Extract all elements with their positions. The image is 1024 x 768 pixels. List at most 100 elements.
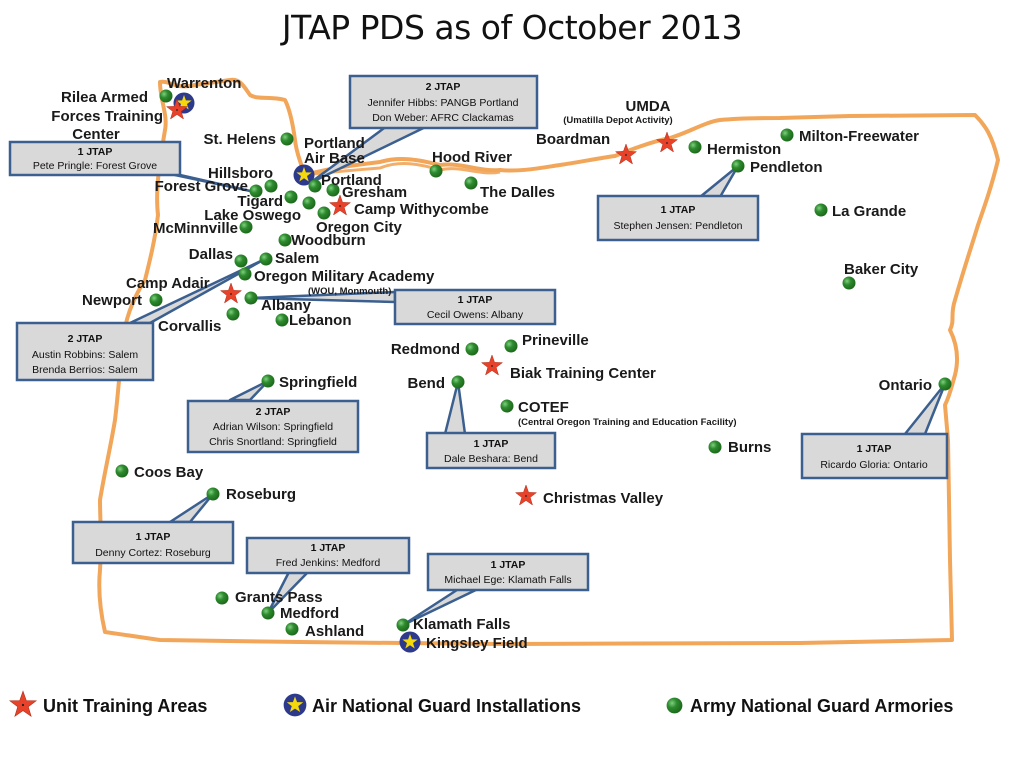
svg-text:1 JTAP: 1 JTAP — [311, 542, 346, 554]
callout-pointers — [128, 118, 947, 627]
svg-text:Fred Jenkins: Medford: Fred Jenkins: Medford — [276, 557, 381, 569]
place-label: Springfield — [279, 374, 357, 391]
svg-text:Dale Beshara: Bend: Dale Beshara: Bend — [444, 453, 538, 465]
callout-medford: 1 JTAP Fred Jenkins: Medford — [245, 536, 411, 575]
place-label: Camp Withycombe — [354, 201, 489, 218]
place-label: Dallas — [189, 246, 233, 263]
legend-label: Unit Training Areas — [43, 696, 207, 716]
svg-text:Ricardo Gloria: Ontario: Ricardo Gloria: Ontario — [820, 459, 928, 471]
place-label: COTEF — [518, 399, 569, 416]
place-label: Oregon City — [316, 219, 402, 236]
place-label: Christmas Valley — [543, 490, 664, 507]
svg-text:1 JTAP: 1 JTAP — [857, 443, 892, 455]
place-label: Bend — [408, 375, 446, 392]
place-labels: Warrenton Rilea Armed Forces Training Ce… — [51, 75, 932, 652]
place-label: Roseburg — [226, 486, 296, 503]
place-label: Hood River — [432, 149, 512, 166]
callout-portland: 2 JTAP Jennifer Hibbs: PANGB Portland Do… — [348, 74, 539, 130]
place-label: Pendleton — [750, 159, 823, 176]
place-label: Tigard — [237, 193, 283, 210]
callout-ontario: 1 JTAP Ricardo Gloria: Ontario — [800, 432, 949, 480]
place-label: Portland — [304, 135, 365, 152]
place-label: Salem — [275, 250, 319, 267]
callout-albany: 1 JTAP Cecil Owens: Albany — [393, 288, 557, 326]
red-star-icon — [9, 690, 37, 717]
svg-text:Stephen Jensen: Pendleton: Stephen Jensen: Pendleton — [613, 220, 742, 232]
place-label: Prineville — [522, 332, 589, 349]
place-label: Forest Grove — [155, 178, 248, 195]
legend-label: Army National Guard Armories — [690, 696, 953, 716]
callout-klamath-falls: 1 JTAP Michael Ege: Klamath Falls — [426, 552, 590, 592]
svg-text:2 JTAP: 2 JTAP — [256, 406, 291, 418]
svg-text:Michael Ege: Klamath Falls: Michael Ege: Klamath Falls — [444, 574, 571, 586]
place-label: Camp Adair — [126, 275, 210, 292]
svg-text:Adrian Wilson: Springfield: Adrian Wilson: Springfield — [213, 421, 333, 433]
place-label: The Dalles — [480, 184, 555, 201]
svg-text:Don Weber: AFRC Clackamas: Don Weber: AFRC Clackamas — [372, 112, 514, 124]
place-label: Grants Pass — [235, 589, 323, 606]
place-label: Warrenton — [167, 75, 241, 92]
place-sublabel: (Central Oregon Training and Education F… — [518, 417, 737, 428]
callout-springfield: 2 JTAP Adrian Wilson: Springfield Chris … — [186, 399, 360, 454]
place-label: Biak Training Center — [510, 365, 656, 382]
place-label: Medford — [280, 605, 339, 622]
place-label: Ontario — [879, 377, 932, 394]
callout-roseburg: 1 JTAP Denny Cortez: Roseburg — [71, 520, 235, 565]
place-label: Air Base — [304, 150, 365, 167]
svg-text:1 JTAP: 1 JTAP — [491, 559, 526, 571]
place-label: Ashland — [305, 623, 364, 640]
place-label: Hillsboro — [208, 165, 273, 182]
place-label: Milton-Freewater — [799, 128, 919, 145]
place-label: Kingsley Field — [426, 635, 528, 652]
place-label: Burns — [728, 439, 771, 456]
place-label: La Grande — [832, 203, 906, 220]
place-label: Woodburn — [291, 232, 366, 249]
callout-salem: 2 JTAP Austin Robbins: Salem Brenda Berr… — [15, 321, 155, 382]
place-label: Lake Oswego — [204, 207, 301, 224]
svg-text:1 JTAP: 1 JTAP — [78, 146, 113, 158]
place-label: Klamath Falls — [413, 616, 511, 633]
svg-text:Jennifer Hibbs: PANGB Portland: Jennifer Hibbs: PANGB Portland — [368, 97, 519, 109]
callout-forest-grove: 1 JTAP Pete Pringle: Forest Grove — [8, 140, 182, 177]
place-label: Redmond — [391, 341, 460, 358]
slide-title: JTAP PDS as of October 2013 — [281, 8, 743, 47]
svg-text:Pete Pringle: Forest Grove: Pete Pringle: Forest Grove — [33, 160, 157, 172]
place-sublabel: (WOU, Monmouth) — [308, 286, 391, 297]
svg-text:1 JTAP: 1 JTAP — [136, 531, 171, 543]
place-label: Hermiston — [707, 141, 781, 158]
place-label: Center — [72, 126, 120, 143]
legend: Unit Training Areas Air National Guard I… — [9, 690, 953, 717]
place-label: McMinnville — [153, 220, 238, 237]
green-dot-icon — [666, 697, 683, 714]
place-label: Rilea Armed — [61, 89, 148, 106]
svg-text:Denny Cortez: Roseburg: Denny Cortez: Roseburg — [95, 547, 211, 559]
svg-text:Austin Robbins: Salem: Austin Robbins: Salem — [32, 349, 138, 361]
place-label: Coos Bay — [134, 464, 204, 481]
place-label: Boardman — [536, 131, 610, 148]
air-guard-icon — [283, 693, 307, 717]
svg-text:Brenda Berrios: Salem: Brenda Berrios: Salem — [32, 364, 138, 376]
place-label: Portland — [321, 172, 382, 189]
svg-text:1 JTAP: 1 JTAP — [661, 204, 696, 216]
callouts: 1 JTAP Pete Pringle: Forest Grove 2 JTAP… — [8, 74, 949, 592]
place-label: Corvallis — [158, 318, 221, 335]
place-label: Forces Training — [51, 108, 163, 125]
place-label: Gresham — [342, 184, 407, 201]
place-label: Oregon Military Academy — [254, 268, 435, 285]
callout-pendleton: 1 JTAP Stephen Jensen: Pendleton — [596, 194, 760, 242]
svg-text:Chris Snortland: Springfield: Chris Snortland: Springfield — [209, 436, 337, 448]
svg-text:1 JTAP: 1 JTAP — [474, 438, 509, 450]
place-label: St. Helens — [203, 131, 276, 148]
svg-text:Cecil Owens: Albany: Cecil Owens: Albany — [427, 309, 524, 321]
place-label: Newport — [82, 292, 142, 309]
place-label: UMDA — [626, 98, 671, 115]
legend-label: Air National Guard Installations — [312, 696, 581, 716]
place-label: Albany — [261, 297, 312, 314]
svg-text:2 JTAP: 2 JTAP — [426, 81, 461, 93]
svg-text:1 JTAP: 1 JTAP — [458, 294, 493, 306]
place-label: Baker City — [844, 261, 919, 278]
callout-bend: 1 JTAP Dale Beshara: Bend — [425, 431, 557, 470]
place-label: Lebanon — [289, 312, 352, 329]
svg-text:2 JTAP: 2 JTAP — [68, 333, 103, 345]
